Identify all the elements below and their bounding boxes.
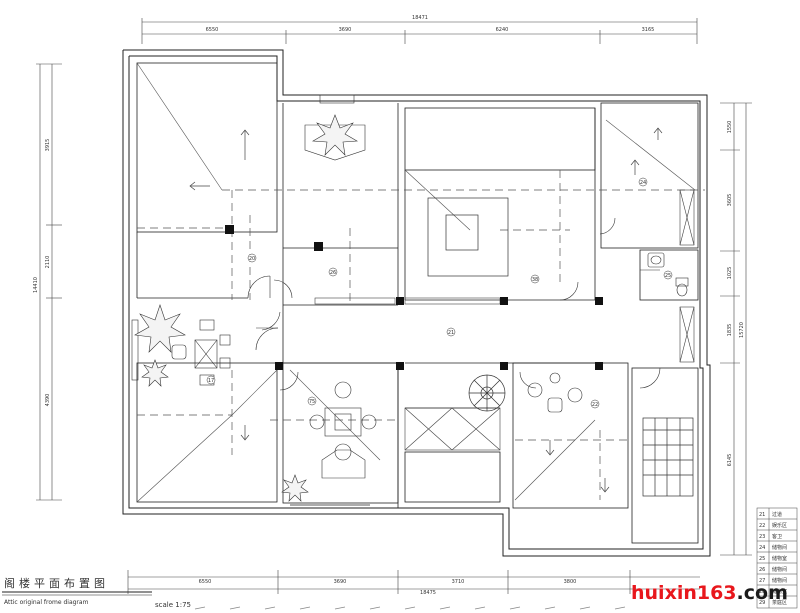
legend-no: 23 — [759, 534, 765, 540]
legend-table — [756, 507, 798, 609]
plant-icon — [141, 359, 169, 387]
balustrade — [314, 189, 695, 451]
top-dimensions — [141, 18, 698, 44]
legend-label: 储物室 — [772, 555, 787, 562]
room-number-22: 22 — [592, 402, 598, 408]
bottom-dim-3: 3710 — [452, 579, 465, 585]
top-total-dim: 18471 — [412, 15, 428, 21]
plant-icons — [134, 114, 358, 502]
legend-no: 21 — [759, 512, 765, 518]
outer-walls — [122, 49, 711, 557]
spiral-stair — [468, 374, 506, 412]
watermark-suffix: .com — [737, 582, 788, 604]
plant-icon — [281, 474, 309, 502]
left-dimensions — [36, 63, 62, 501]
top-dim-3: 6240 — [496, 27, 509, 33]
legend-no: 22 — [759, 523, 765, 529]
bottom-decor-dashes — [194, 606, 626, 610]
legend-label: 储物间 — [772, 577, 787, 584]
bottom-dim-4: 3800 — [564, 579, 577, 585]
right-dim-4: 1835 — [727, 324, 733, 337]
arrows — [189, 127, 663, 493]
left-dim-2: 2110 — [45, 256, 51, 269]
legend-label: 过道 — [772, 511, 782, 518]
furniture — [131, 94, 583, 479]
plant-icon — [134, 304, 186, 353]
bathroom-fixtures — [640, 252, 689, 297]
roof-hip-lines — [136, 62, 696, 503]
legend-label: 娱乐区 — [772, 522, 787, 529]
watermark: huixin163.com — [631, 582, 788, 604]
legend-label: 客卫 — [772, 533, 782, 540]
right-dim-2: 3605 — [727, 194, 733, 207]
legend-no: 27 — [759, 578, 765, 584]
top-dim-1: 6550 — [206, 27, 219, 33]
columns — [225, 225, 603, 370]
left-dim-3: 4390 — [45, 394, 51, 407]
bottom-dimensions — [127, 570, 700, 594]
room-number-38: 38 — [532, 277, 538, 283]
legend-label: 茶庭区 — [772, 599, 787, 606]
legend-label: 储物间 — [772, 544, 787, 551]
legend-no: 26 — [759, 567, 765, 573]
top-dim-2: 3690 — [339, 27, 352, 33]
doors — [247, 217, 661, 391]
room-number-20: 20 — [249, 256, 255, 262]
room-number-75: 75 — [309, 399, 315, 405]
interior-walls — [136, 62, 699, 544]
bottom-dim-1: 6550 — [199, 579, 212, 585]
top-dim-4: 3165 — [642, 27, 655, 33]
right-dim-3: 1025 — [727, 267, 733, 280]
right-total-dim: 15720 — [739, 322, 745, 338]
room-number-24: 24 — [640, 180, 646, 186]
room-number-21: 21 — [448, 330, 454, 336]
right-dimensions — [720, 102, 752, 556]
legend-no: 25 — [759, 556, 765, 562]
legend-no: 29 — [759, 600, 765, 606]
room-number-17: 17 — [208, 378, 214, 384]
right-dim-1: 1550 — [727, 121, 733, 134]
legend-label: 储物室 — [772, 588, 787, 595]
drawing-title-en: Attic original frome diagram — [4, 599, 89, 606]
drawing-scale: scale 1:75 — [155, 601, 191, 609]
legend-label: 储物间 — [772, 566, 787, 573]
bottom-total-dim: 18475 — [420, 590, 436, 596]
bottom-dim-2: 3690 — [334, 579, 347, 585]
watermark-main: huixin163 — [631, 582, 737, 604]
legend-entries: 21 过道 22 娱乐区 23 客卫 24 储物间 25 储物室 26 储物间 … — [759, 511, 787, 606]
room-number-26: 26 — [330, 270, 336, 276]
drawing-title-cn: 阁楼平面布置图 — [4, 576, 109, 590]
legend-no: 28 — [759, 589, 765, 595]
stair-void — [427, 197, 694, 497]
plant-icon — [312, 114, 358, 156]
legend-no: 24 — [759, 545, 765, 551]
left-total-dim: 14410 — [33, 277, 39, 293]
left-dim-1: 3915 — [45, 139, 51, 152]
room-number-25: 25 — [665, 273, 671, 279]
right-dim-5: 6145 — [727, 454, 733, 467]
room-tags — [206, 177, 673, 409]
